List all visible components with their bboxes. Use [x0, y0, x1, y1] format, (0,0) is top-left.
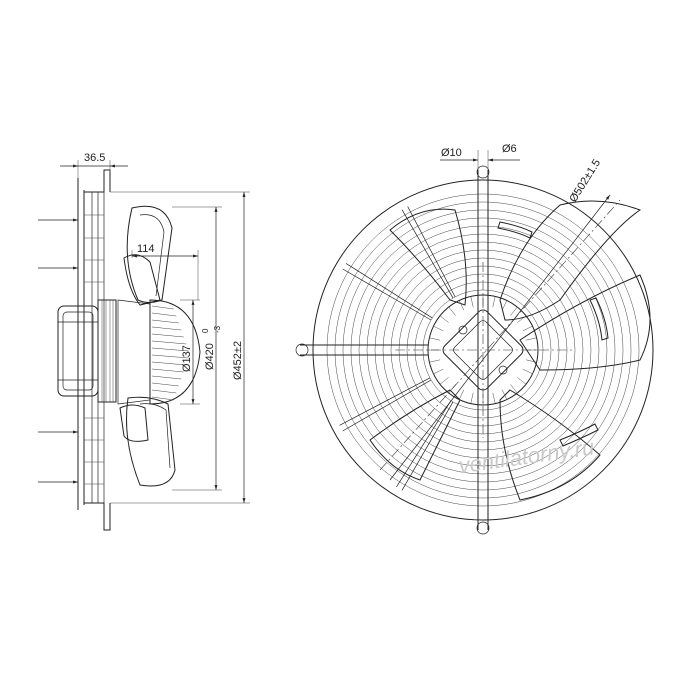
dim-guard-diameter: Ø452±2: [232, 341, 244, 380]
dim-blade-tol-lower: -3: [213, 325, 222, 333]
dim-blade-tol-upper: 0: [201, 328, 210, 333]
front-blades: [369, 200, 651, 501]
airflow-arrows: [38, 218, 78, 484]
dim-wire-inner: Ø6: [502, 143, 517, 155]
mounting-rods: [295, 165, 490, 535]
side-view: 36.5 114 Ø137 Ø420 0 -3 Ø452±2: [38, 152, 250, 531]
dim-motor-diameter: Ø137: [181, 345, 193, 372]
dim-mount-depth: 36.5: [84, 152, 105, 164]
center-lines: [379, 199, 621, 471]
outer-ring: [312, 179, 654, 521]
wire-guard-spokes: [339, 206, 456, 491]
front-dimensions: [389, 150, 611, 481]
motor-body: [57, 299, 117, 403]
front-view: Ø10 Ø6 Ø502±1.5 ventilatorny.ru: [295, 143, 654, 535]
dim-mount-circle: Ø502±1.5: [567, 157, 603, 204]
dim-blade-depth: 114: [137, 243, 155, 255]
blade-profiles: [117, 205, 176, 487]
dim-wire-outer: Ø10: [441, 147, 462, 159]
side-dimensions: [60, 160, 250, 504]
mounting-plate: [77, 169, 111, 531]
dim-blade-diameter: Ø420: [204, 343, 216, 370]
rotor-fins: [149, 299, 201, 405]
